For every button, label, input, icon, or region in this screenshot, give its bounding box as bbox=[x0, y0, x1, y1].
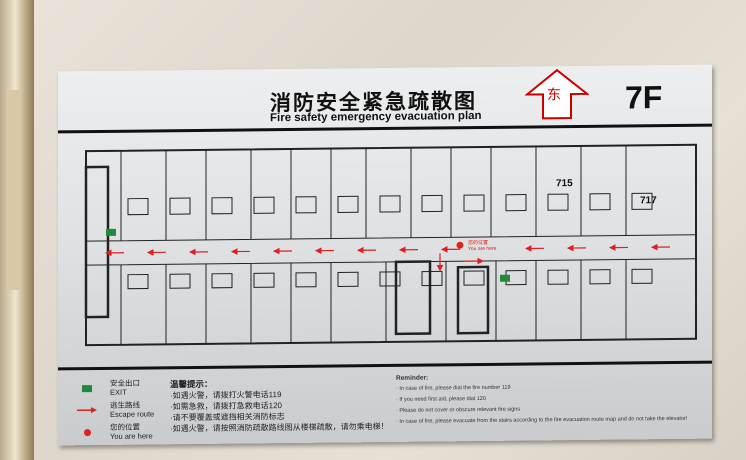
bathroom bbox=[421, 194, 443, 213]
title-english: Fire safety emergency evacuation plan bbox=[270, 109, 482, 125]
tip-item: ·如遇火警，请按照消防疏散路线图从楼梯疏散，请勿乘电梯！ bbox=[170, 421, 389, 434]
bathroom bbox=[337, 271, 359, 287]
red-arrow-icon bbox=[76, 407, 98, 414]
floor-number: 7F bbox=[625, 79, 663, 116]
escape-route-arrow bbox=[650, 243, 658, 251]
bathroom bbox=[463, 194, 485, 212]
north-arrow-icon bbox=[525, 68, 589, 120]
bathroom bbox=[547, 269, 569, 285]
frame-panel bbox=[6, 90, 20, 290]
escape-route-arrow bbox=[566, 244, 574, 252]
floor-plan: 715 717 您的位置 You are here bbox=[84, 143, 697, 347]
legend-label: 您的位置 bbox=[110, 422, 140, 432]
bathroom bbox=[295, 196, 317, 214]
exit-sign-icon bbox=[106, 228, 510, 282]
legend-label: You are here bbox=[110, 431, 153, 441]
you-are-here-en: You are here bbox=[468, 246, 497, 252]
stairwell bbox=[84, 165, 110, 319]
bathroom bbox=[253, 272, 275, 288]
bathroom bbox=[127, 273, 149, 290]
room-label: 715 bbox=[556, 178, 573, 189]
bathroom bbox=[253, 196, 275, 214]
escape-route-arrow bbox=[524, 245, 532, 252]
bathroom bbox=[421, 270, 443, 287]
bathroom bbox=[379, 195, 401, 213]
escape-route-arrow bbox=[188, 248, 196, 256]
bathroom bbox=[505, 194, 527, 212]
legend-label: 逃生路线 bbox=[110, 400, 140, 410]
evacuation-sign: 消防安全紧急疏散图 Fire safety emergency evacuati… bbox=[58, 64, 712, 446]
escape-route-arrow bbox=[440, 246, 448, 253]
bathroom bbox=[631, 192, 653, 210]
legend-label: 安全出口 bbox=[110, 378, 140, 388]
bathroom bbox=[379, 271, 401, 287]
elevator-shaft bbox=[394, 260, 432, 336]
escape-route-arrow bbox=[104, 249, 112, 257]
legend-label: EXIT bbox=[110, 387, 127, 397]
bathroom bbox=[631, 268, 653, 284]
red-dot-icon bbox=[76, 428, 98, 436]
escape-route-arrow bbox=[398, 246, 406, 254]
bathroom bbox=[589, 269, 611, 285]
escape-route-arrow bbox=[608, 244, 616, 251]
bathroom bbox=[169, 197, 191, 215]
outer-wall bbox=[85, 143, 697, 347]
bathroom bbox=[337, 195, 359, 213]
escape-route-arrow bbox=[146, 249, 154, 256]
escape-route-arrow bbox=[436, 264, 444, 272]
picture-frame-edge bbox=[0, 0, 34, 460]
bathroom bbox=[463, 270, 485, 286]
bathroom bbox=[211, 273, 233, 289]
room-label: 717 bbox=[640, 195, 657, 206]
bathroom bbox=[127, 197, 149, 216]
bathroom bbox=[211, 197, 233, 215]
you-are-here-dot-icon bbox=[456, 241, 464, 249]
exit-sign-icon bbox=[76, 384, 98, 392]
tips-chinese: 温馨提示： ·如遇火警，请拨打火警电话119 ·如需急救，请拨打急救电话120 … bbox=[170, 377, 389, 434]
bathroom bbox=[169, 273, 191, 289]
bathroom bbox=[589, 193, 611, 211]
corridor bbox=[85, 234, 697, 266]
escape-route-arrow bbox=[356, 246, 364, 254]
escape-route-arrow bbox=[314, 247, 322, 254]
escape-route-arrow bbox=[272, 247, 280, 255]
escape-route-arrow bbox=[477, 257, 485, 265]
you-are-here-cn: 您的位置 bbox=[468, 239, 488, 246]
escape-route-arrow bbox=[230, 248, 238, 255]
reminder-item: · In case of fire, please evacuate from … bbox=[396, 415, 688, 425]
legend-label: Escape route bbox=[110, 409, 155, 419]
tips-english: Reminder: · In case of fire, please dial… bbox=[396, 370, 687, 428]
bathroom bbox=[295, 272, 317, 288]
direction-label: 东 bbox=[547, 86, 561, 103]
stairwell bbox=[456, 265, 490, 335]
bathroom bbox=[547, 193, 569, 211]
